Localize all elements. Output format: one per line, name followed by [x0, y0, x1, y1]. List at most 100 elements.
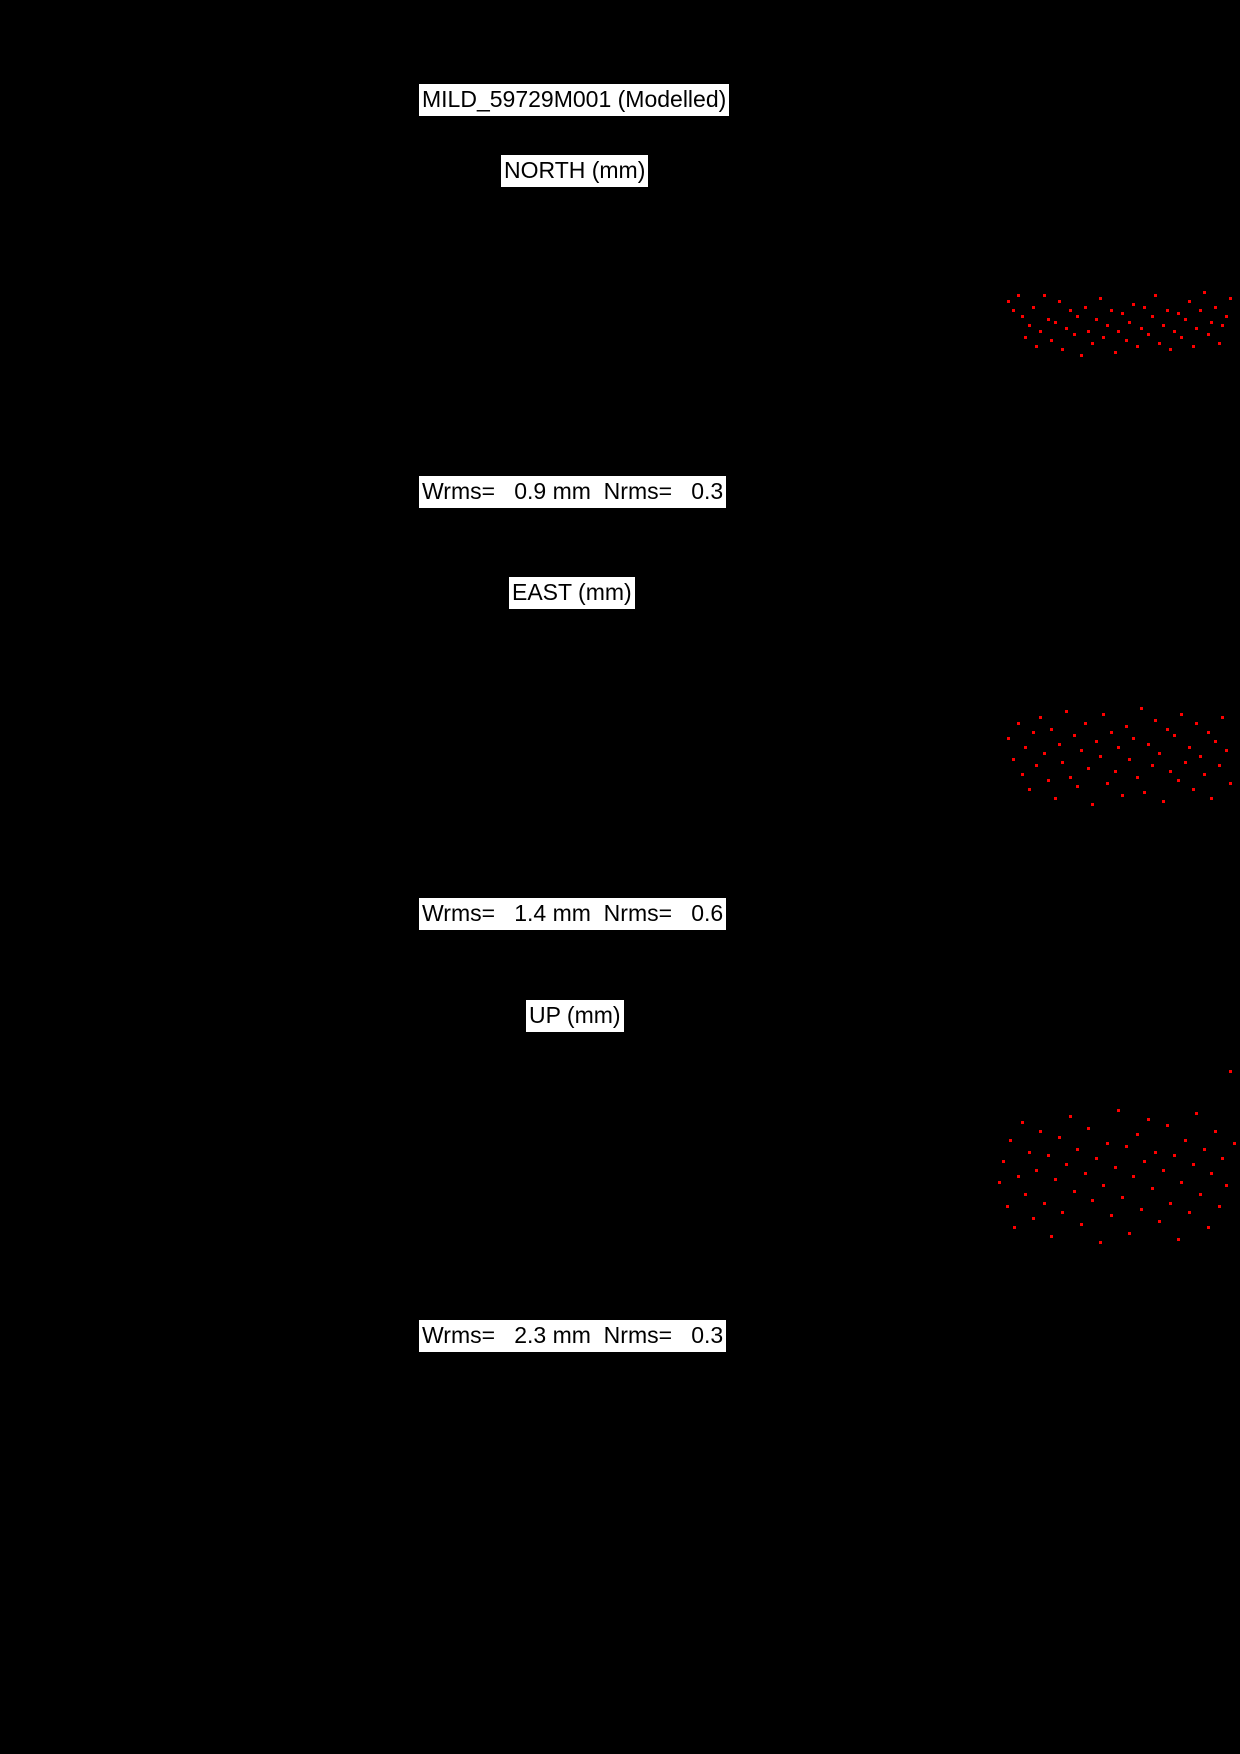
data-point	[1042, 1202, 1046, 1205]
data-point	[1143, 791, 1147, 794]
data-point	[1221, 716, 1225, 719]
data-point	[1098, 1241, 1102, 1244]
data-point	[1035, 345, 1039, 348]
data-point	[1143, 306, 1147, 309]
panel-up: UP (mm)	[0, 995, 1240, 1355]
data-point	[1206, 333, 1210, 336]
data-point	[1124, 725, 1128, 728]
data-point	[1083, 1172, 1087, 1175]
data-point	[1102, 713, 1106, 716]
data-point	[1132, 303, 1136, 306]
data-point	[1061, 761, 1065, 764]
data-point	[1120, 312, 1124, 315]
data-point	[1187, 1211, 1191, 1214]
data-point	[1072, 333, 1076, 336]
data-point	[1035, 764, 1039, 767]
data-point	[1113, 770, 1117, 773]
data-point	[1158, 342, 1162, 345]
data-point	[1042, 752, 1046, 755]
data-point	[1195, 327, 1199, 330]
page-title: MILD_59729M001 (Modelled)	[419, 84, 730, 116]
data-point	[1080, 354, 1084, 357]
data-point	[1199, 1193, 1203, 1196]
data-point	[1057, 300, 1061, 303]
data-point	[1087, 330, 1091, 333]
panel-east: EAST (mm)	[0, 572, 1240, 932]
data-point	[1042, 294, 1046, 297]
data-point	[1046, 1154, 1050, 1157]
data-point	[1076, 1148, 1080, 1151]
data-point	[1091, 342, 1095, 345]
data-point	[1154, 1151, 1158, 1154]
data-point	[1098, 755, 1102, 758]
data-point	[1150, 764, 1154, 767]
data-point	[1011, 758, 1015, 761]
stats-north: Wrms= 0.9 mm Nrms= 0.3	[419, 476, 727, 508]
data-point	[1020, 773, 1024, 776]
data-point	[1128, 321, 1132, 324]
data-point	[1083, 306, 1087, 309]
data-point	[1150, 1187, 1154, 1190]
data-point	[1102, 336, 1106, 339]
data-point	[1080, 749, 1084, 752]
data-point	[1039, 330, 1043, 333]
data-point	[1011, 309, 1015, 312]
data-point	[1132, 1175, 1136, 1178]
data-point	[1016, 722, 1020, 725]
data-point	[1031, 1217, 1035, 1220]
data-point	[1031, 306, 1035, 309]
stats-east: Wrms= 1.4 mm Nrms= 0.6	[419, 898, 727, 930]
data-point	[1109, 309, 1113, 312]
data-point	[1173, 1154, 1177, 1157]
data-point	[1169, 770, 1173, 773]
data-point	[1147, 333, 1150, 336]
data-point	[1065, 327, 1069, 330]
data-point	[1169, 1202, 1173, 1205]
data-point	[1039, 1130, 1043, 1133]
data-point	[1135, 345, 1139, 348]
data-point	[1046, 779, 1050, 782]
data-point	[1165, 728, 1169, 731]
data-point	[1199, 309, 1203, 312]
data-point	[1128, 1232, 1132, 1235]
data-point	[1124, 339, 1128, 342]
data-point	[1054, 321, 1057, 324]
data-point	[1109, 731, 1113, 734]
data-point	[1076, 785, 1080, 788]
data-point	[1217, 764, 1221, 767]
data-point	[1109, 1214, 1113, 1217]
scatter-points-up	[0, 1025, 1240, 1325]
data-point	[1068, 1115, 1072, 1118]
data-point	[1165, 309, 1169, 312]
data-point	[1225, 1184, 1229, 1187]
data-point	[1217, 1205, 1221, 1208]
data-point	[1180, 336, 1184, 339]
data-point	[1213, 1130, 1217, 1133]
data-point	[1150, 315, 1154, 318]
data-point	[1221, 324, 1225, 327]
data-point	[1210, 1172, 1214, 1175]
data-point	[1120, 794, 1124, 797]
data-point	[1225, 315, 1229, 318]
data-point	[1117, 1109, 1121, 1112]
data-point	[1180, 1181, 1184, 1184]
data-point	[1135, 776, 1139, 779]
data-point	[1094, 1157, 1098, 1160]
data-point	[1031, 731, 1035, 734]
data-point	[1161, 800, 1165, 803]
data-point	[1180, 713, 1184, 716]
data-point	[1191, 788, 1195, 791]
data-point	[1024, 336, 1028, 339]
data-point	[1191, 345, 1195, 348]
data-point	[1225, 749, 1229, 752]
data-point	[1113, 1166, 1117, 1169]
data-point	[998, 1181, 1002, 1184]
data-point	[1135, 1133, 1139, 1136]
data-point	[1013, 1226, 1017, 1229]
data-point	[1139, 707, 1143, 710]
data-point	[1124, 1145, 1128, 1148]
data-point	[1065, 1163, 1069, 1166]
data-point	[1184, 761, 1188, 764]
data-point	[1094, 740, 1098, 743]
